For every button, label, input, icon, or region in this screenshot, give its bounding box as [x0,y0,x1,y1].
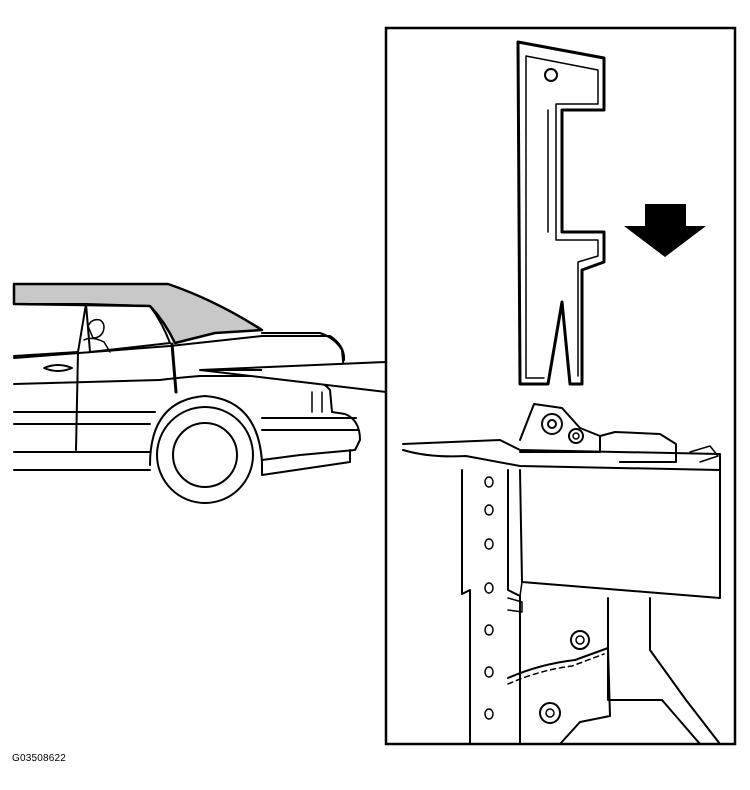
convertible-soft-top [12,282,264,345]
side-window [85,303,171,353]
plate-bolt-lower [539,702,561,724]
horizontal-beam [519,469,721,599]
detail-inset-frame [384,26,737,746]
reinforcement-plate [507,647,611,745]
rear-wheel-rim [172,422,238,488]
rear-quarter-panel [159,375,361,476]
hinge-bracket [519,403,601,453]
tool-mounting-hole [544,68,558,82]
door-handle [43,364,73,372]
figure-code-label: G03508622 [12,753,67,764]
lower-body-line [13,451,151,471]
pillar-hole-row [484,476,494,720]
rear-bumper [261,417,359,431]
rear-deck-lid [261,332,345,373]
top-actuator [599,431,677,463]
convertible-car-side-view [12,282,361,504]
positioning-tool [516,40,606,386]
rear-tire [156,406,254,504]
body-structure-detail [402,403,721,745]
plate-bolt-upper [570,630,590,650]
vertical-pillar-panel [461,469,471,745]
arrow-down-icon [624,204,706,257]
side-clip [507,597,523,613]
bracket-bolt-small [568,428,584,444]
bracket-bolt-small-center [572,432,580,440]
plate-bolt-upper-center [575,635,585,645]
lower-support-edge [649,597,721,745]
door-panel [13,351,161,451]
beltline [13,335,346,361]
upper-flange [402,439,721,471]
taillight-edge [311,391,323,413]
vertical-pillar-panel-right [507,469,521,745]
front-window-edge [13,303,87,357]
driver-figure [83,318,111,353]
upper-flange-lower-edge [402,449,721,471]
bracket-bolt-large [541,413,563,435]
actuator-connector [689,445,719,463]
beam-lower-edge [519,581,523,597]
plate-perforation [507,653,605,685]
tool-inner-edge [525,55,599,379]
bracket-bolt-large-center [547,419,557,429]
tool-outline [516,40,606,386]
plate-bolt-lower-center [545,708,555,718]
b-pillar-marker [170,342,178,394]
body-side-moulding [13,411,156,425]
wheel-arch [149,395,263,466]
